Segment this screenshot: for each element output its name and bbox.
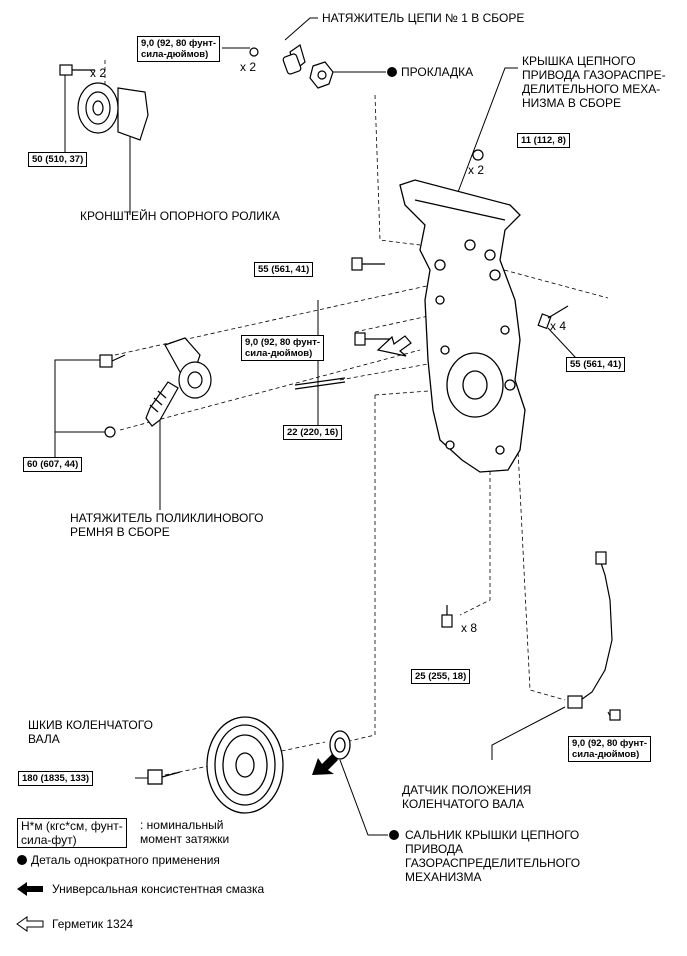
legend-unit-box: Н*м (кгс*см, фунт- сила-фут) bbox=[17, 818, 127, 848]
torque-box-idler: 50 (510, 37) bbox=[28, 152, 88, 167]
torque-box-vbelt: 60 (607, 44) bbox=[23, 457, 83, 472]
torque-box-right-bolt: 55 (561, 41) bbox=[566, 357, 626, 372]
multiplier-right-bolt: x 4 bbox=[550, 319, 567, 333]
idler-bracket-part bbox=[117, 87, 149, 141]
label-gasket: ПРОКЛАДКА bbox=[401, 65, 474, 79]
legend-sealant: Герметик 1324 bbox=[52, 917, 134, 931]
leader-seal bbox=[339, 759, 388, 836]
leader-tensioner1 bbox=[284, 17, 318, 41]
torque-box-cover-nut: 11 (112, 8) bbox=[517, 133, 570, 148]
legend-grease-icon bbox=[17, 882, 43, 896]
torque-box-lower-bolt: 25 (255, 18) bbox=[411, 669, 471, 684]
onetime-dot-seal bbox=[389, 830, 399, 840]
torque-box-stud: 22 (220, 16) bbox=[283, 425, 343, 440]
multiplier-cover-nut: x 2 bbox=[468, 163, 485, 177]
leader-55r bbox=[547, 327, 577, 359]
multiplier-bracket: x 2 bbox=[90, 66, 107, 80]
label-crank-pulley: ШКИВ КОЛЕНЧАТОГО ВАЛА bbox=[28, 718, 153, 746]
multiplier-tensioner: x 2 bbox=[240, 60, 257, 74]
leader-60 bbox=[54, 359, 112, 457]
label-cover: КРЫШКА ЦЕПНОГО ПРИВОДА ГАЗОРАСПРЕ- ДЕЛИТ… bbox=[522, 54, 666, 110]
sealant-arrow bbox=[376, 335, 412, 357]
leader-cover bbox=[451, 67, 518, 209]
crank-sensor-part bbox=[577, 559, 613, 703]
multiplier-lower-bolt: x 8 bbox=[461, 621, 478, 635]
legend-grease: Универсальная консистентная смазка bbox=[52, 882, 265, 896]
torque-box-tensioner: 9,0 (92, 80 фунт- сила-дюймов) bbox=[137, 36, 221, 62]
onetime-dot-gasket bbox=[387, 67, 397, 77]
legend-one-time: Деталь однократного применения bbox=[31, 853, 220, 867]
label-bracket: КРОНШТЕЙН ОПОРНОГО РОЛИКА bbox=[80, 209, 280, 223]
label-oil-seal: САЛЬНИК КРЫШКИ ЦЕПНОГО ПРИВОДА ГАЗОРАСПР… bbox=[405, 828, 581, 884]
legend-dot-icon bbox=[17, 855, 27, 865]
torque-box-cover-bolt: 55 (561, 41) bbox=[254, 262, 314, 277]
label-crank-sensor: ДАТЧИК ПОЛОЖЕНИЯ КОЛЕНЧАТОГО ВАЛА bbox=[402, 783, 532, 811]
torque-box-pulley: 180 (1835, 133) bbox=[18, 771, 94, 786]
label-tensioner1: НАТЯЖИТЕЛЬ ЦЕПИ № 1 В СБОРЕ bbox=[322, 11, 525, 25]
legend-unit-desc: : номинальный момент затяжки bbox=[140, 818, 230, 846]
legend-sealant-icon bbox=[16, 916, 44, 932]
leader-sensor bbox=[491, 706, 566, 760]
torque-box-small-bolt: 9,0 (92, 80 фунт- сила-дюймов) bbox=[241, 335, 325, 361]
torque-box-sensor: 9,0 (92, 80 фунт- сила-дюймов) bbox=[568, 736, 652, 762]
label-vbelt: НАТЯЖИТЕЛЬ ПОЛИКЛИНОВОГО РЕМНЯ В СБОРЕ bbox=[70, 511, 264, 539]
grease-arrow bbox=[312, 754, 338, 775]
